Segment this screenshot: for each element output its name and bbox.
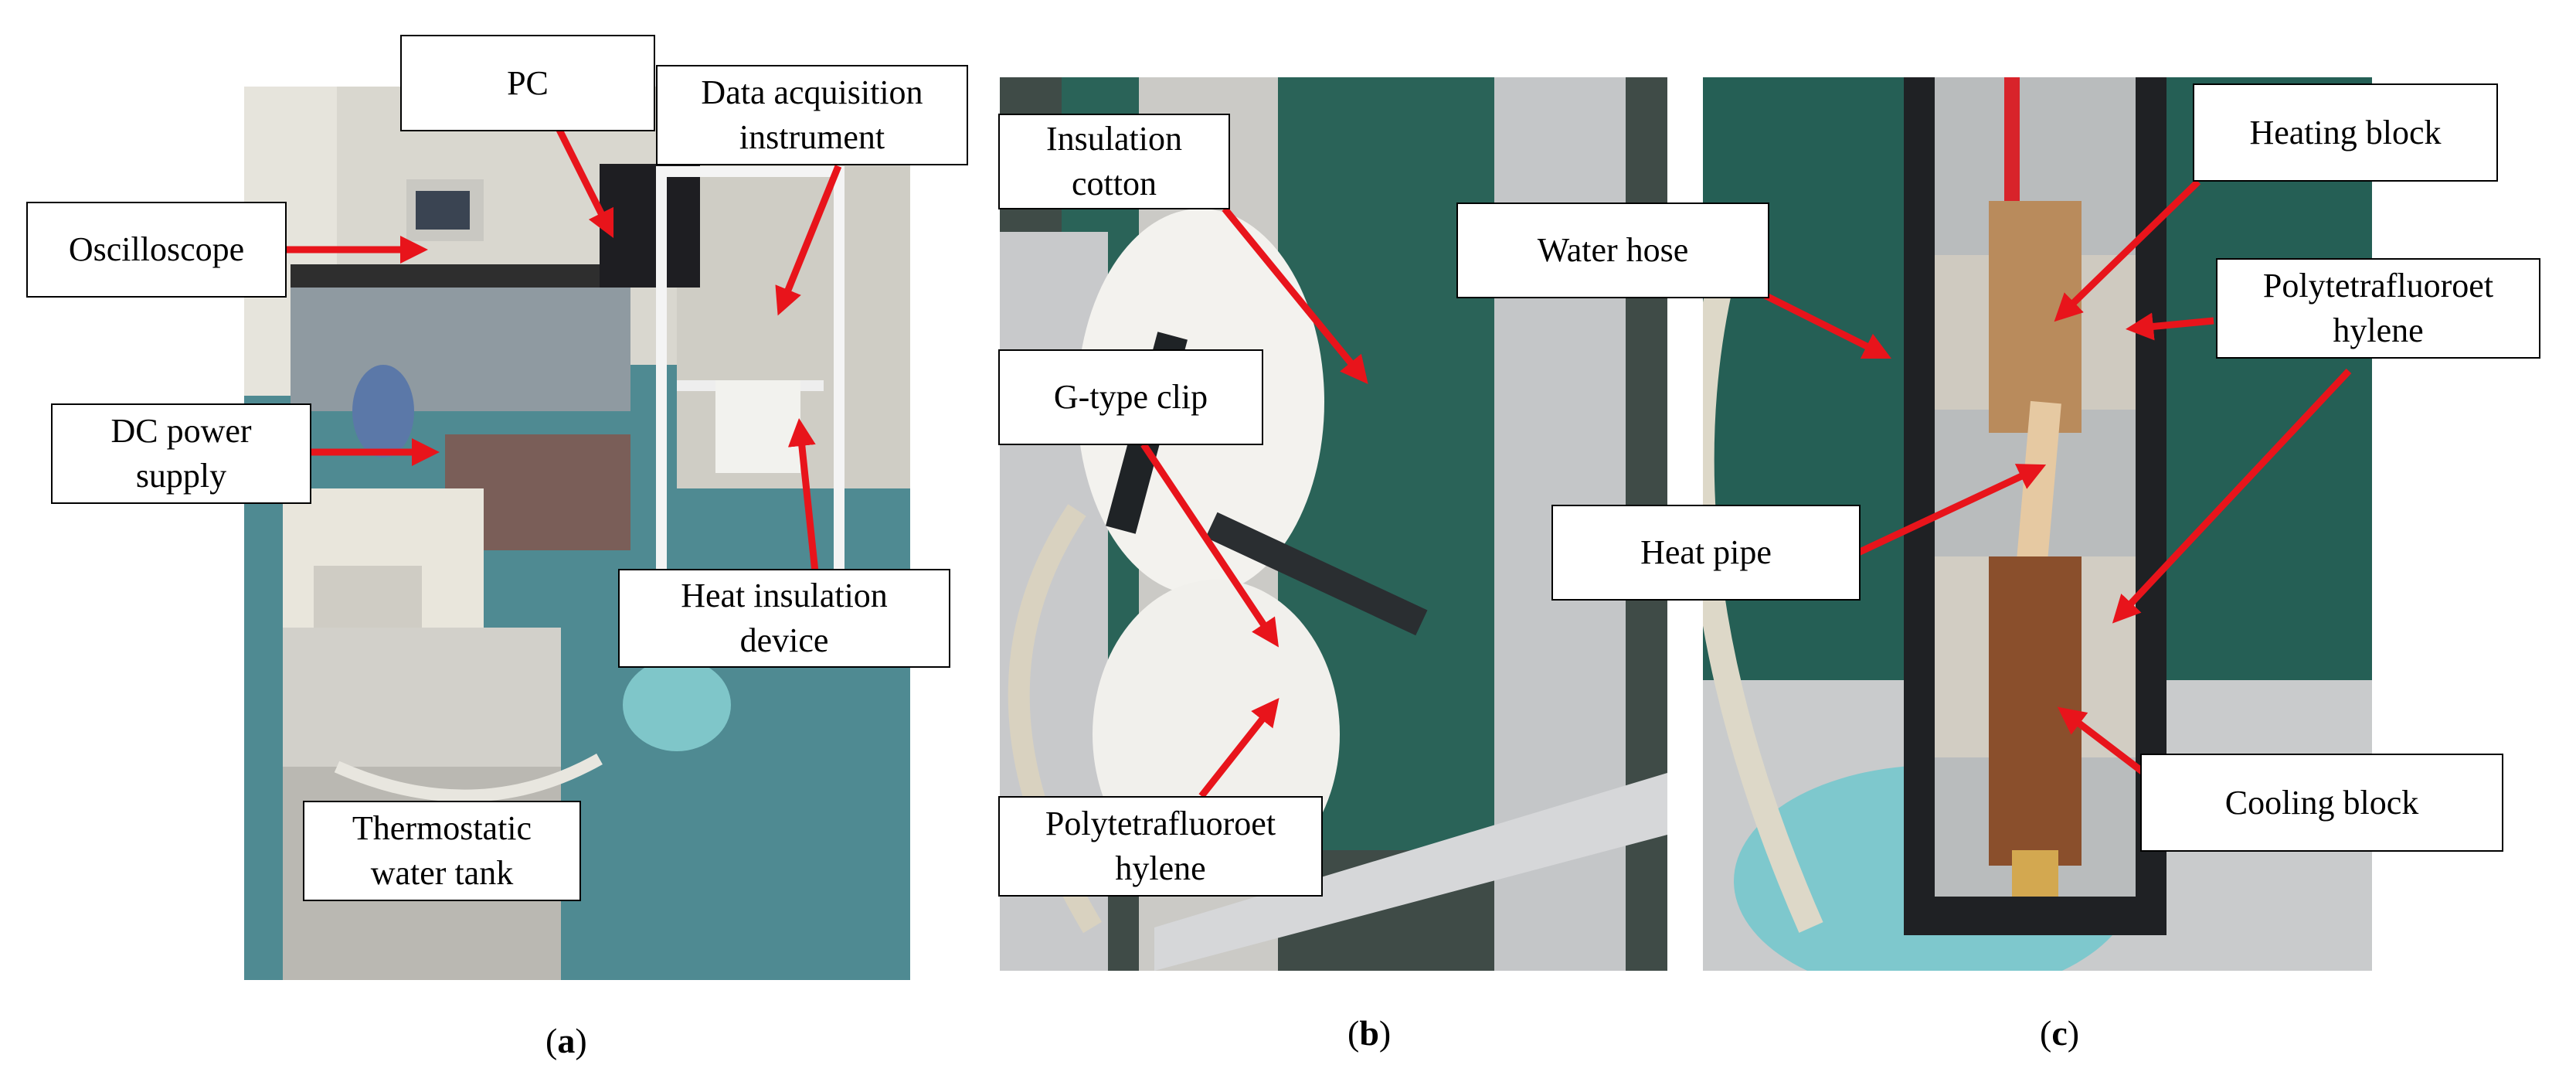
label-heat-insulation: Heat insulation device <box>618 569 950 668</box>
label-data-acquisition: Data acquisition instrument <box>656 65 968 165</box>
label-g-type-clip: G-type clip <box>998 349 1263 445</box>
label-insulation-cotton: Insulation cotton <box>998 114 1230 209</box>
label-water-hose: Water hose <box>1456 202 1769 298</box>
label-cooling-block: Cooling block <box>2140 754 2503 852</box>
label-dc-power: DC power supply <box>51 403 311 504</box>
caption-b: (b) <box>1347 1013 1392 1053</box>
label-heating-block: Heating block <box>2193 83 2498 182</box>
caption-a: (a) <box>545 1021 587 1060</box>
label-ptfe-b: Polytetrafluoroet hylene <box>998 796 1323 897</box>
label-oscilloscope: Oscilloscope <box>26 202 287 298</box>
label-heat-pipe: Heat pipe <box>1551 505 1861 601</box>
label-water-tank: Thermostatic water tank <box>303 801 581 901</box>
label-pc: PC <box>400 35 655 131</box>
caption-c: (c) <box>2040 1013 2080 1053</box>
label-ptfe-c: Polytetrafluoroet hylene <box>2216 258 2540 359</box>
